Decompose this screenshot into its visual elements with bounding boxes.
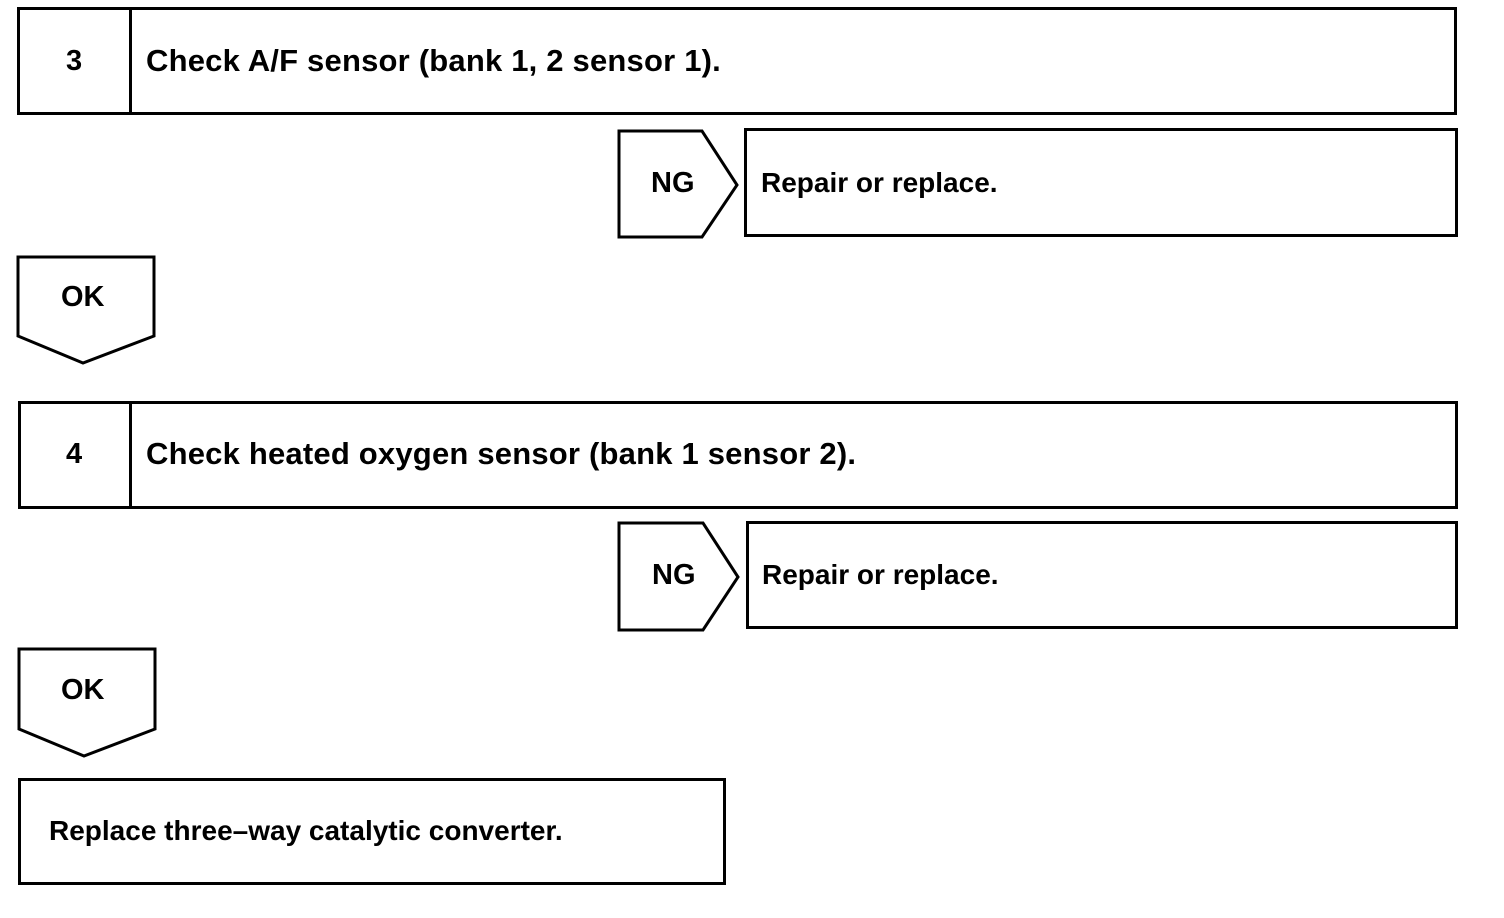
step-3-ng-action: Repair or replace. xyxy=(761,167,998,198)
step-4-divider xyxy=(129,401,132,509)
step-4-ng-action: Repair or replace. xyxy=(762,559,999,590)
step-4-ng-label: NG xyxy=(652,559,696,591)
step-3-ng-label: NG xyxy=(651,167,695,199)
step-3-number: 3 xyxy=(66,45,83,77)
step-3-ng-action-box xyxy=(744,128,1458,237)
step-3-title: Check A/F sensor (bank 1, 2 sensor 1). xyxy=(146,43,721,78)
step-4-box xyxy=(18,401,1458,509)
step-3-divider xyxy=(129,7,132,115)
step-4-ok-label: OK xyxy=(61,674,105,706)
step-3-box xyxy=(17,7,1457,115)
final-action-text: Replace three–way catalytic converter. xyxy=(49,815,563,846)
step-4-title: Check heated oxygen sensor (bank 1 senso… xyxy=(146,436,857,471)
step-4-ng-action-box xyxy=(746,521,1458,629)
final-action-box xyxy=(18,778,726,885)
step-3-ok-label: OK xyxy=(61,281,105,313)
step-4-number: 4 xyxy=(66,438,83,470)
